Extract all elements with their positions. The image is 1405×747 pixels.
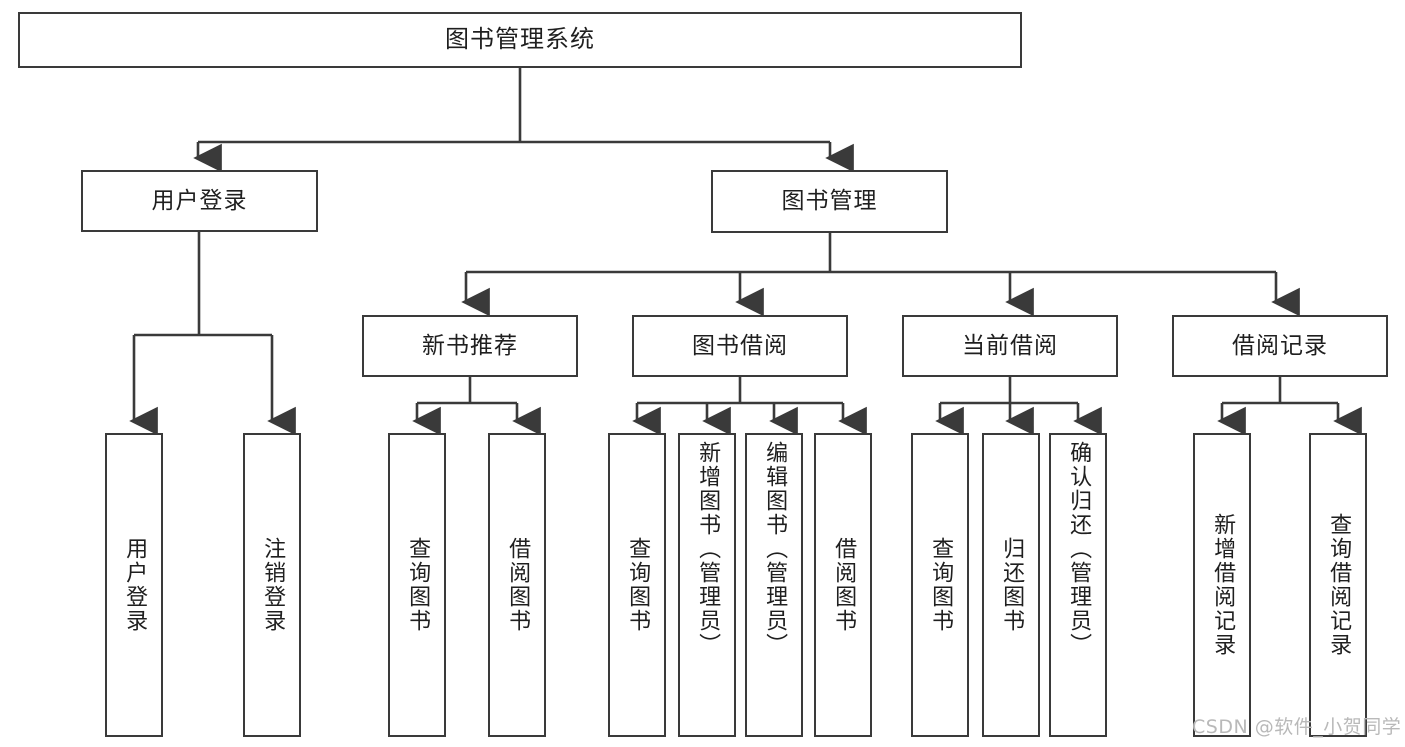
leaf-confirm-return-label: 确认归还（管理员） <box>1066 441 1092 657</box>
leaf-user-logout-label: 注销登录 <box>260 537 286 633</box>
node-borrow-record[interactable]: 借阅记录 <box>1172 315 1388 377</box>
node-book-manage-label: 图书管理 <box>781 188 878 215</box>
leaf-query-book-1[interactable]: 查询图书 <box>388 433 446 737</box>
leaf-query-record[interactable]: 查询借阅记录 <box>1309 433 1367 737</box>
csdn-watermark: CSDN @软件_小贺同学 <box>1192 716 1402 738</box>
node-root[interactable]: 图书管理系统 <box>18 12 1022 68</box>
node-user-login-label: 用户登录 <box>151 187 248 214</box>
leaf-borrow-book-2[interactable]: 借阅图书 <box>814 433 872 737</box>
leaf-borrow-book-1[interactable]: 借阅图书 <box>488 433 546 737</box>
leaf-return-book[interactable]: 归还图书 <box>982 433 1040 737</box>
node-current-borrow-label: 当前借阅 <box>962 332 1058 359</box>
leaf-add-record-label: 新增借阅记录 <box>1210 513 1236 657</box>
leaf-add-book[interactable]: 新增图书（管理员） <box>678 433 736 737</box>
node-new-book-rec[interactable]: 新书推荐 <box>362 315 578 377</box>
leaf-user-login[interactable]: 用户登录 <box>105 433 163 737</box>
leaf-borrow-book-1-label: 借阅图书 <box>505 537 531 633</box>
leaf-user-login-label: 用户登录 <box>122 537 148 633</box>
node-user-login[interactable]: 用户登录 <box>81 170 318 232</box>
leaf-edit-book-label: 编辑图书（管理员） <box>762 441 788 657</box>
leaf-borrow-book-2-label: 借阅图书 <box>831 537 857 633</box>
leaf-query-book-2-label: 查询图书 <box>625 537 651 633</box>
node-book-borrow[interactable]: 图书借阅 <box>632 315 848 377</box>
node-borrow-record-label: 借阅记录 <box>1232 332 1328 359</box>
leaf-query-book-3[interactable]: 查询图书 <box>911 433 969 737</box>
leaf-user-logout[interactable]: 注销登录 <box>243 433 301 737</box>
leaf-confirm-return[interactable]: 确认归还（管理员） <box>1049 433 1107 737</box>
leaf-add-book-label: 新增图书（管理员） <box>695 441 721 657</box>
leaf-add-record[interactable]: 新增借阅记录 <box>1193 433 1251 737</box>
node-new-book-rec-label: 新书推荐 <box>422 332 518 359</box>
node-root-label: 图书管理系统 <box>445 25 595 54</box>
leaf-query-record-label: 查询借阅记录 <box>1326 513 1352 657</box>
leaf-edit-book[interactable]: 编辑图书（管理员） <box>745 433 803 737</box>
leaf-query-book-2[interactable]: 查询图书 <box>608 433 666 737</box>
node-book-borrow-label: 图书借阅 <box>692 332 788 359</box>
node-book-manage[interactable]: 图书管理 <box>711 170 948 233</box>
leaf-query-book-1-label: 查询图书 <box>405 537 431 633</box>
leaf-return-book-label: 归还图书 <box>999 537 1025 633</box>
node-current-borrow[interactable]: 当前借阅 <box>902 315 1118 377</box>
leaf-query-book-3-label: 查询图书 <box>928 537 954 633</box>
